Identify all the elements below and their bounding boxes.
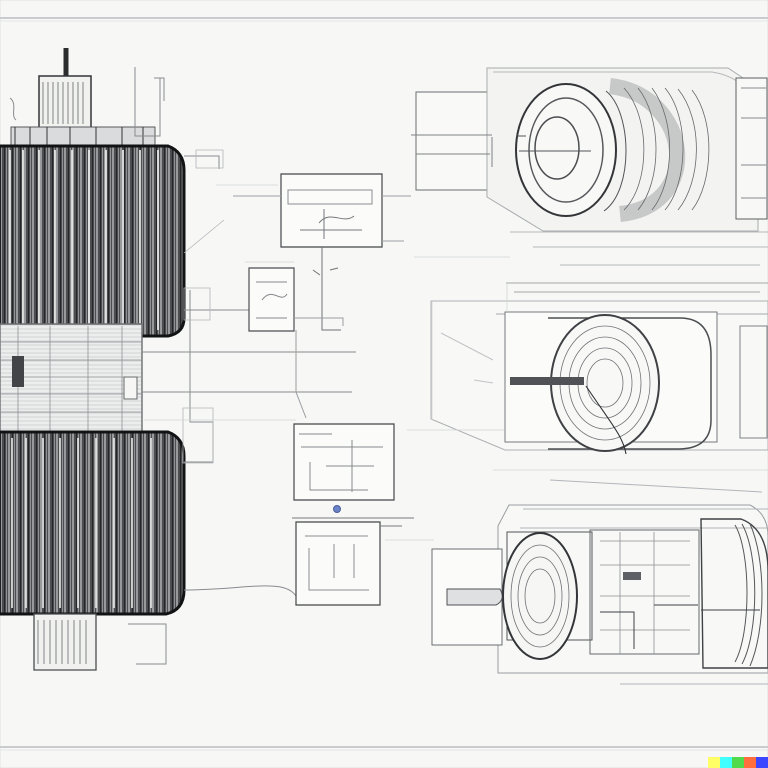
stator-assembly — [0, 48, 356, 670]
watermark-green — [732, 757, 744, 768]
watermark-blue — [756, 757, 768, 768]
watermark-yellow — [708, 757, 720, 768]
motor-side-view-bottom — [432, 480, 768, 684]
control-schematic — [233, 174, 414, 605]
watermark-orange — [744, 757, 756, 768]
motor-side-view-middle — [431, 283, 768, 454]
color-watermark — [708, 757, 768, 768]
construction-lines — [144, 185, 768, 540]
motor-side-view-top — [411, 68, 768, 265]
watermark-cyan — [720, 757, 732, 768]
